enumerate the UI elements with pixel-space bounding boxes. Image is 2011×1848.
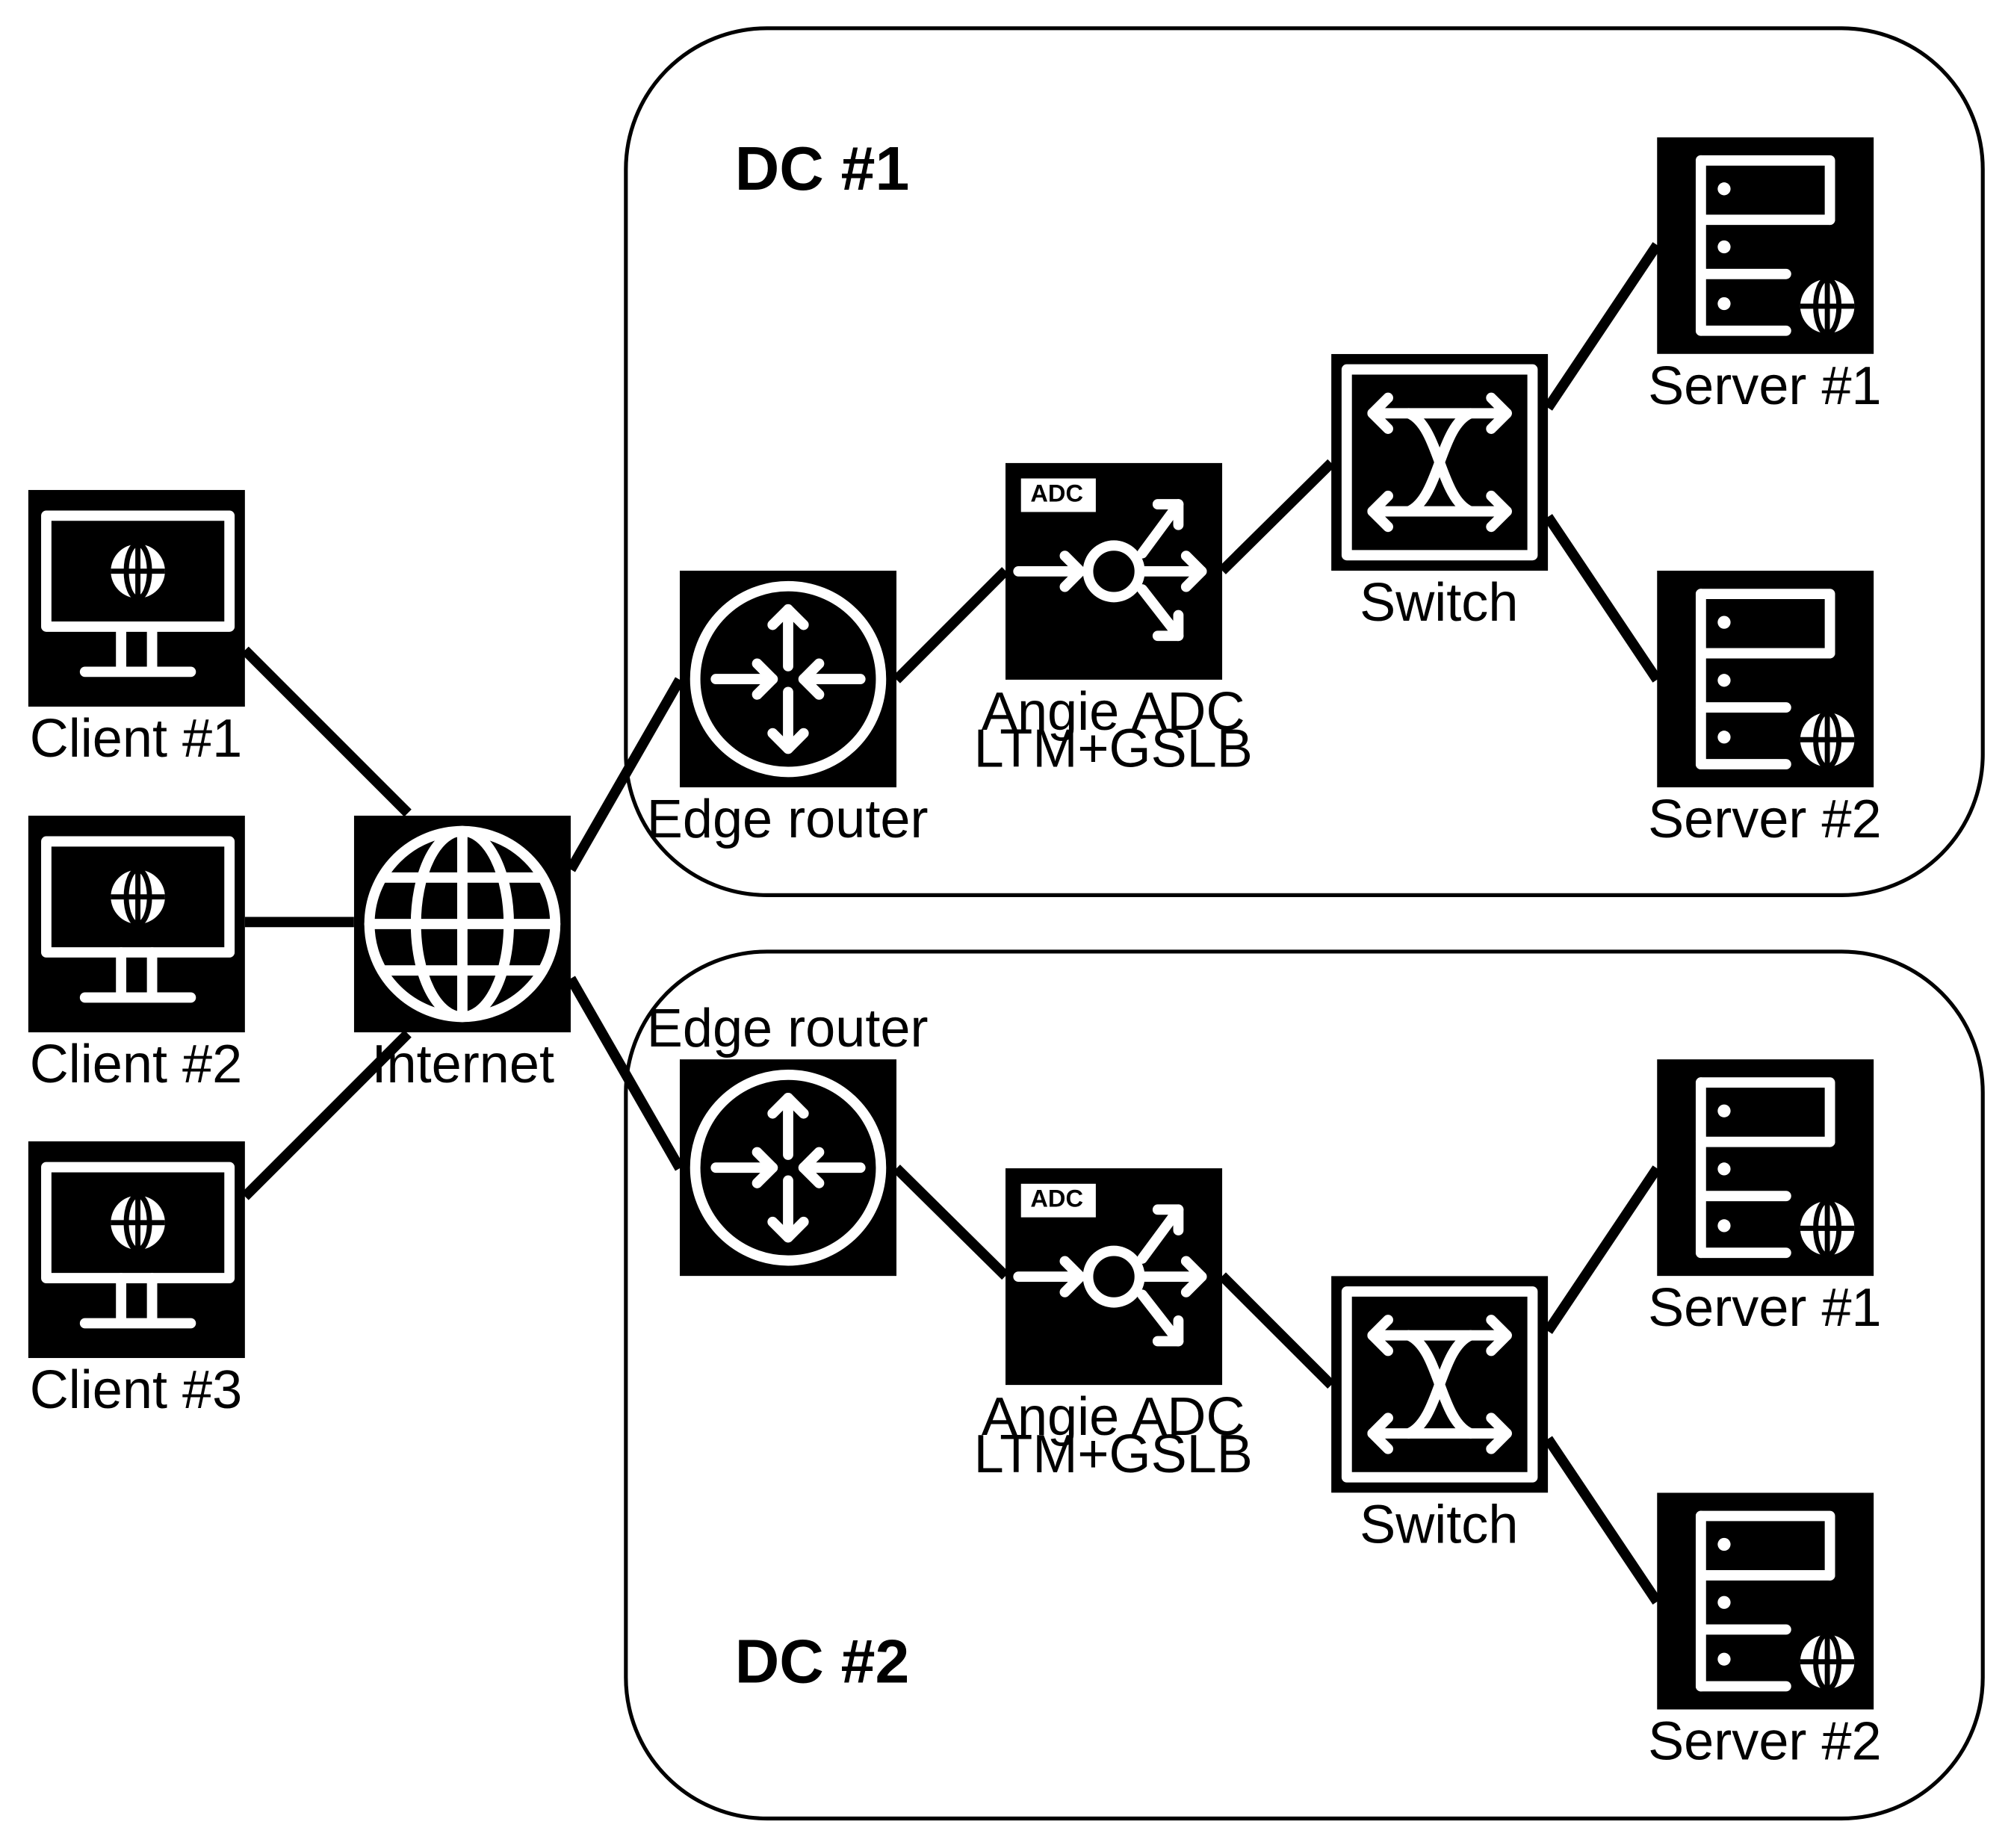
- internet-label: Internet: [372, 1035, 554, 1094]
- monitor-globe-icon: [28, 1141, 245, 1358]
- client-1-label: Client #1: [30, 709, 243, 769]
- switch-icon: [1331, 1276, 1548, 1492]
- monitor-globe-icon: [28, 816, 245, 1032]
- dc2-server-1-label: Server #1: [1648, 1278, 1882, 1338]
- router-icon: [680, 1059, 896, 1276]
- dc2-adc-label-line2: LTM+GSLB: [974, 1424, 1253, 1484]
- dc1-switch: Switch: [1331, 354, 1548, 633]
- router-icon: [680, 571, 896, 787]
- dc2-adc: ADC Angie ADC LTM+GSLB: [974, 1168, 1253, 1484]
- dc1-server-2-label: Server #2: [1648, 790, 1882, 849]
- link-client1-internet: [241, 646, 412, 817]
- link-dc2-switch-server2: [1543, 1436, 1661, 1605]
- dc2-title: DC #2: [735, 1628, 910, 1696]
- client-3-label: Client #3: [30, 1360, 243, 1420]
- dc1-boundary: [624, 26, 1985, 897]
- server-globe-icon: [1657, 137, 1874, 354]
- dc2-boundary: [624, 949, 1985, 1821]
- monitor-globe-icon: [28, 490, 245, 707]
- server-globe-icon: [1657, 1059, 1874, 1276]
- link-dc2-switch-server1: [1543, 1165, 1661, 1334]
- dc1-server-2: Server #2: [1648, 571, 1882, 849]
- dc1-adc-label-line1: Angie ADC: [982, 682, 1245, 742]
- dc2-edge-router: Edge router: [647, 999, 929, 1276]
- dc2-switch: Switch: [1331, 1276, 1548, 1554]
- dc1-server-1-label: Server #1: [1648, 356, 1882, 416]
- dc1-server-1: Server #1: [1648, 137, 1882, 416]
- dc1-adc-badge: ADC: [1030, 479, 1083, 506]
- link-dc1-switch-server2: [1543, 514, 1661, 683]
- dc1-adc-label-line2: LTM+GSLB: [974, 719, 1253, 779]
- links: [241, 242, 1661, 1605]
- link-dc2-router-adc: [893, 1165, 1009, 1280]
- dc2-server-2: Server #2: [1648, 1492, 1882, 1772]
- link-client3-internet: [241, 1029, 412, 1200]
- client-2-label: Client #2: [30, 1035, 243, 1094]
- dc1-adc: ADC Angie ADC LTM+GSLB: [974, 463, 1253, 779]
- internet-node: Internet: [354, 816, 571, 1094]
- link-dc1-router-adc: [893, 567, 1009, 683]
- link-dc1-adc-switch: [1218, 459, 1335, 574]
- client-3: Client #3: [28, 1141, 245, 1420]
- dc1-edge-router-label: Edge router: [647, 790, 929, 849]
- link-internet-dc2-router: [566, 976, 684, 1171]
- dc2-adc-label-line1: Angie ADC: [982, 1387, 1245, 1447]
- client-2: Client #2: [28, 816, 245, 1094]
- link-dc1-switch-server1: [1543, 242, 1661, 411]
- client-1: Client #1: [28, 490, 245, 769]
- link-dc2-adc-switch: [1218, 1272, 1335, 1389]
- link-internet-dc1-router: [566, 677, 684, 872]
- dc2-switch-label: Switch: [1360, 1495, 1518, 1554]
- dc2-edge-router-label: Edge router: [647, 999, 929, 1058]
- dc2-adc-badge: ADC: [1030, 1185, 1083, 1212]
- dc2-server-2-label: Server #2: [1648, 1712, 1882, 1772]
- server-globe-icon: [1657, 571, 1874, 787]
- switch-icon: [1331, 354, 1548, 571]
- dc1-switch-label: Switch: [1360, 573, 1518, 633]
- dc2-server-1: Server #1: [1648, 1059, 1882, 1338]
- dc1-title: DC #1: [735, 134, 910, 203]
- server-globe-icon: [1657, 1492, 1874, 1709]
- globe-icon: [354, 816, 571, 1032]
- dc1-edge-router: Edge router: [647, 571, 929, 849]
